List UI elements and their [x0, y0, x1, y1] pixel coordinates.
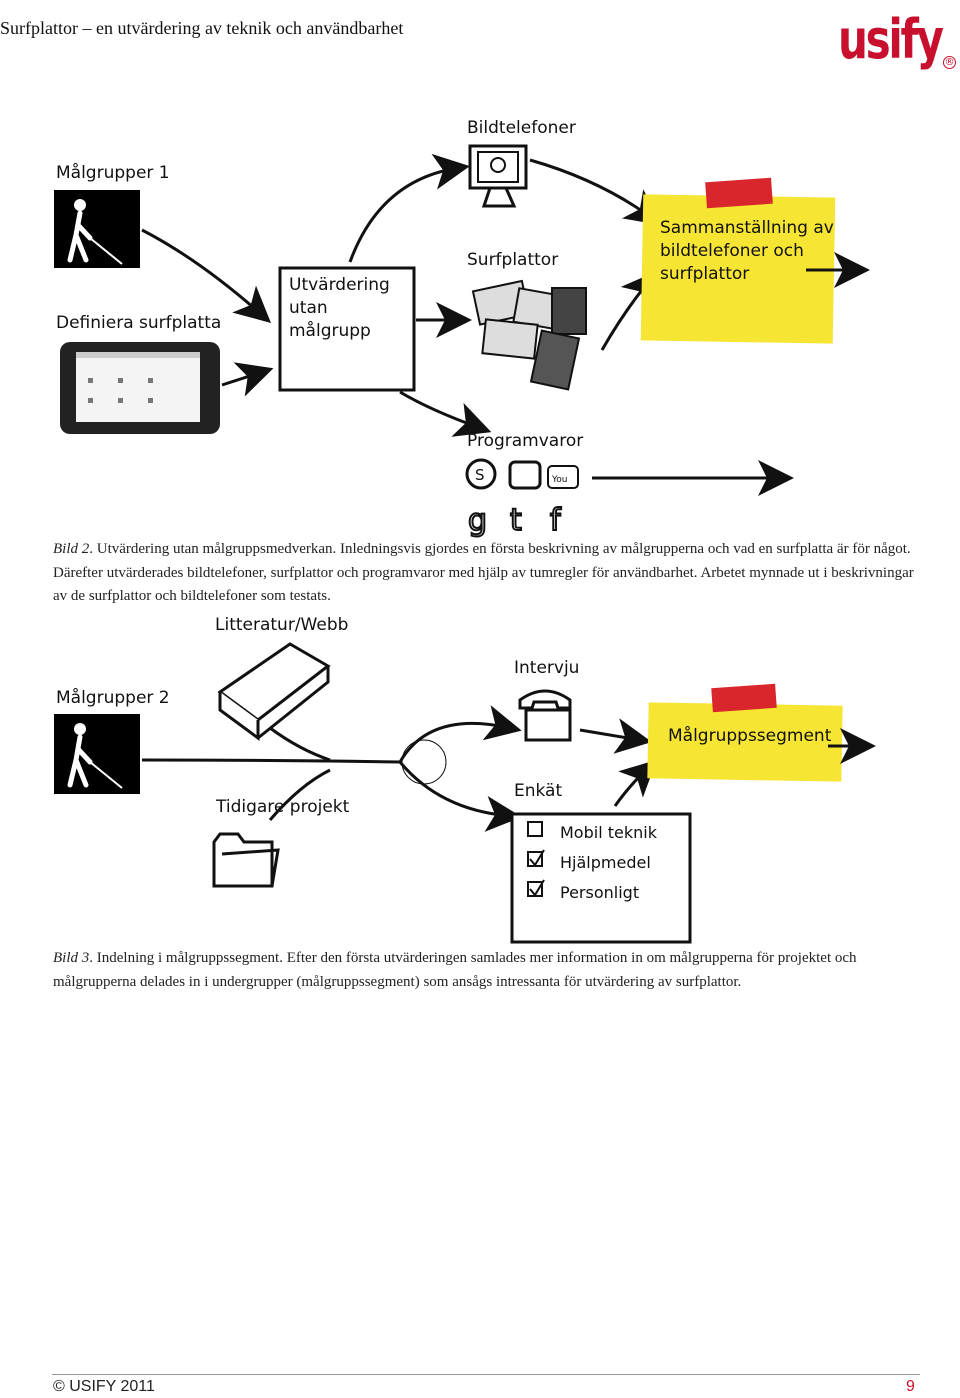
- svg-text:f: f: [550, 503, 562, 538]
- registered-mark: ®: [943, 56, 956, 69]
- tablets-label: Surfplattor: [467, 250, 558, 270]
- segment-sticky-note: Målgruppssegment: [647, 683, 876, 782]
- skype-icon: S: [465, 458, 497, 490]
- diagram-evaluation-without-target-group: Målgrupper 1 Definiera surfplatta Utvärd…: [54, 118, 870, 539]
- interview-label: Intervju: [514, 658, 579, 678]
- tablets-collage: [471, 279, 587, 391]
- survey-checklist: Mobil teknik Hjälpmedel Personligt: [510, 812, 692, 944]
- checkbox-mobile-tech: [527, 821, 543, 837]
- footer-divider: [52, 1374, 920, 1375]
- youtube-icon: You: [547, 465, 579, 489]
- svg-text:t: t: [510, 503, 522, 538]
- previous-projects-label: Tidigare projekt: [215, 797, 350, 817]
- facebook-icon: f: [549, 502, 563, 539]
- summary-line-1: Sammanställning av: [660, 218, 834, 238]
- summary-line-2: bildtelefoner och: [660, 241, 804, 261]
- survey-label: Enkät: [514, 781, 562, 801]
- twitter-icon: t: [509, 502, 523, 539]
- blind-person-icon: [54, 190, 140, 268]
- document-title: Surfplattor – en utvärdering av teknik o…: [0, 18, 404, 38]
- checkmark-icon: [529, 879, 545, 897]
- video-phone-icon: [468, 144, 528, 208]
- evaluation-line-3: målgrupp: [289, 320, 371, 341]
- page-number: 9: [906, 1378, 915, 1395]
- blind-person-icon-2: [54, 714, 140, 794]
- svg-text:S: S: [475, 466, 485, 484]
- caption-2-text: . Indelning i målgruppssegment. Efter de…: [53, 950, 857, 990]
- video-phones-label: Bildtelefoner: [467, 118, 576, 138]
- telephone-icon: [518, 689, 572, 742]
- target-group-1-label: Målgrupper 1: [56, 162, 170, 183]
- evaluation-line-2: utan: [289, 298, 328, 318]
- folder-icon: [212, 832, 280, 888]
- literature-web-label: Litteratur/Webb: [215, 615, 348, 635]
- tablet-image: [60, 342, 220, 434]
- software-label: Programvaror: [467, 431, 583, 451]
- caption-2-label: Bild 3: [53, 950, 90, 966]
- diagram-target-group-segments: Litteratur/Webb Målgrupper 2 Intervju Ti…: [54, 615, 876, 944]
- caption-1-text: . Utvärdering utan målgruppsmedverkan. I…: [53, 541, 914, 604]
- figure-caption-2: Bild 3. Indelning i målgruppssegment. Ef…: [53, 947, 923, 994]
- checkmark-icon: [529, 849, 545, 867]
- checklist-item-3: Personligt: [560, 883, 639, 902]
- evaluation-line-1: Utvärdering: [289, 275, 390, 295]
- usify-logo: usify ®: [838, 2, 960, 78]
- target-group-2-label: Målgrupper 2: [56, 687, 170, 708]
- figure-caption-1: Bild 2. Utvärdering utan målgruppsmedver…: [53, 538, 923, 609]
- google-icon: g: [467, 502, 488, 539]
- logo-wordmark: usify: [838, 8, 944, 71]
- footer-copyright: © USIFY 2011: [53, 1378, 155, 1395]
- evaluation-box: Utvärdering utan målgrupp: [278, 266, 416, 392]
- checklist-item-2: Hjälpmedel: [560, 853, 651, 872]
- checklist-item-1: Mobil teknik: [560, 823, 658, 842]
- summary-line-3: surfplattor: [660, 264, 749, 284]
- summary-sticky-note: Sammanställning av bildtelefoner och sur…: [640, 177, 870, 344]
- svg-text:You: You: [551, 475, 568, 485]
- caption-1-label: Bild 2: [53, 541, 90, 557]
- define-tablet-label: Definiera surfplatta: [56, 313, 221, 333]
- book-icon: [217, 642, 331, 741]
- phone-icon: [508, 460, 542, 490]
- svg-text:g: g: [468, 503, 487, 538]
- segment-note-label: Målgruppssegment: [668, 725, 832, 746]
